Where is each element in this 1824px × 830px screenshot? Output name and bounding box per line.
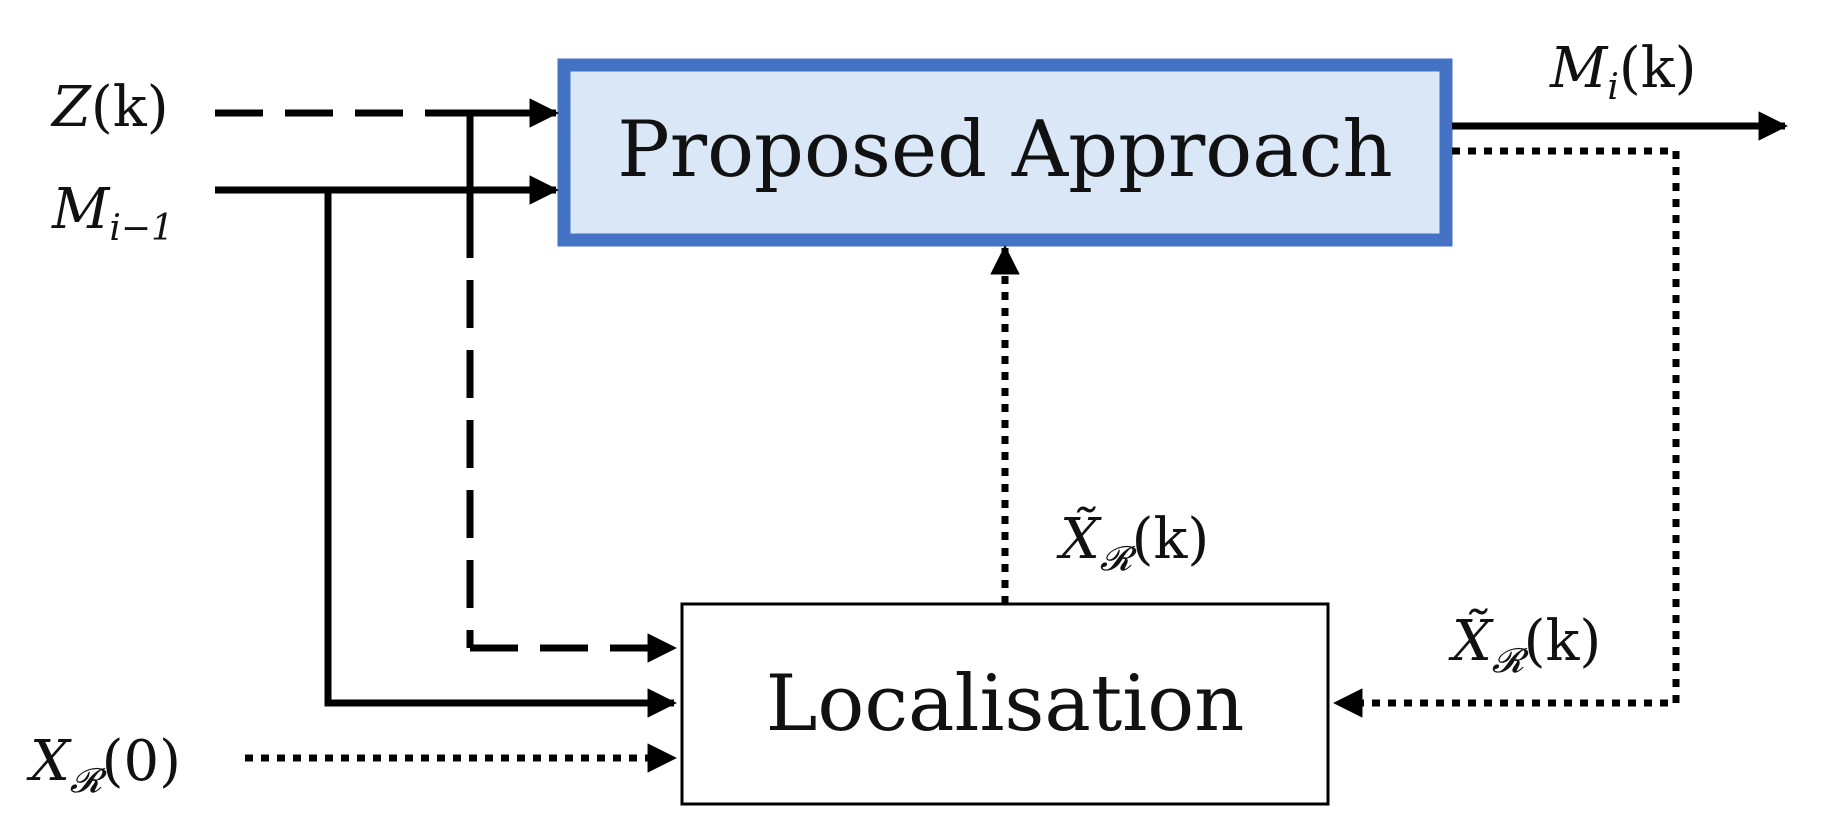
proposed-approach-block[interactable]: Proposed Approach [557,58,1453,247]
localisation-label: Localisation [766,659,1245,749]
proposed-approach-label: Proposed Approach [617,105,1392,195]
localisation-block[interactable]: Localisation [680,602,1330,806]
pose-feedback-arrow [1333,147,1680,718]
initial-pose-label: X𝓡(0) [26,729,181,801]
previous-map-label: Mi−1 [51,177,174,249]
measurement-input-label: Z(k) [50,75,169,140]
pose-feedback-label: X̃𝓡(k) [1448,608,1601,681]
map-to-localisation-arrow [324,190,677,718]
pose-estimate-label: X̃𝓡(k) [1056,506,1209,579]
map-output-label: Mi(k) [1549,36,1697,108]
